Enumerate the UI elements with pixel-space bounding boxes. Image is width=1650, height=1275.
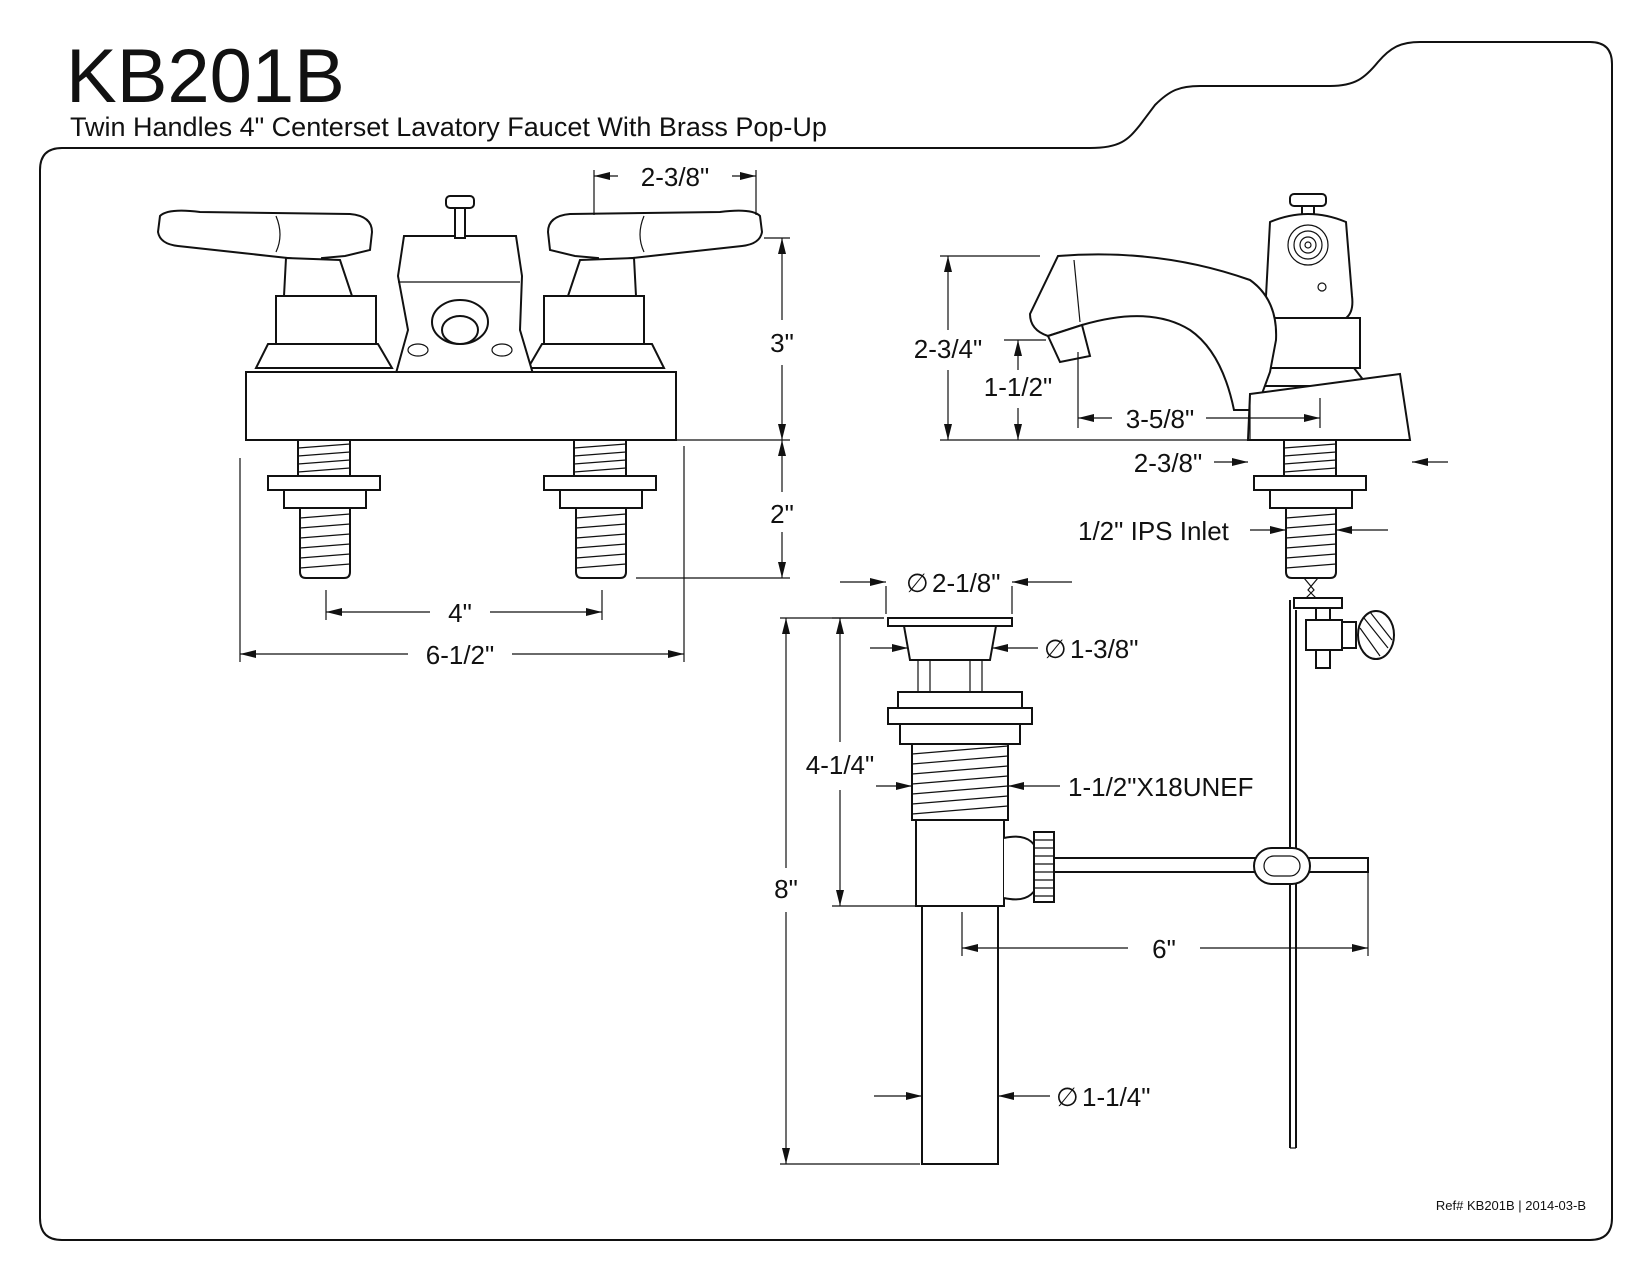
dim-drain-length: 8" bbox=[774, 874, 798, 904]
model-subtitle: Twin Handles 4" Centerset Lavatory Fauce… bbox=[70, 112, 827, 142]
side-view: 2-3/4" 1-1/2" 3-5/8" 2-3/8" 1/2" IPS Inl… bbox=[914, 193, 1448, 601]
dim-lift-rod-length: 6" bbox=[1152, 934, 1176, 964]
right-handle bbox=[526, 209, 764, 369]
dim-spout-reach: 3-5/8" bbox=[1126, 404, 1195, 434]
dim-spout-height: 2-3/4" bbox=[914, 334, 983, 364]
dim-tailpiece-symbol: ∅ bbox=[1056, 1082, 1079, 1112]
dim-stopper-symbol: ∅ bbox=[1044, 634, 1067, 664]
dim-thread: 1-1/2"X18UNEF bbox=[1068, 772, 1254, 802]
right-shank bbox=[543, 439, 657, 579]
dim-base-depth: 2-3/8" bbox=[1134, 448, 1203, 478]
sheet-border bbox=[39, 41, 1613, 1241]
dim-aerator-height: 1-1/2" bbox=[984, 372, 1053, 402]
front-view: 2-3/8" 3" 2" 4" 6-1/2" bbox=[156, 162, 794, 670]
dim-center-spread: 4" bbox=[448, 598, 472, 628]
dim-tailpiece-dia: 1-1/4" bbox=[1082, 1082, 1151, 1112]
popup-drain: ∅ 2-1/8" ∅ 1-3/8" 4-1/4" 1-1/2"X18UNEF 8… bbox=[774, 568, 1369, 1165]
left-shank bbox=[267, 439, 381, 579]
lift-rod-assembly bbox=[1289, 597, 1395, 1149]
dim-flange-dia: 2-1/8" bbox=[932, 568, 1001, 598]
model-title: KB201B bbox=[66, 34, 345, 119]
left-handle bbox=[156, 209, 394, 369]
dim-stopper-dia: 1-3/8" bbox=[1070, 634, 1139, 664]
dim-body-length: 4-1/4" bbox=[806, 750, 875, 780]
dim-flange-symbol: ∅ bbox=[906, 568, 929, 598]
reference-number: Ref# KB201B | 2014-03-B bbox=[1436, 1198, 1586, 1213]
dim-inlet: 1/2" IPS Inlet bbox=[1078, 516, 1230, 546]
dim-overall-width: 6-1/2" bbox=[426, 640, 495, 670]
dim-handle-spacing: 2-3/8" bbox=[641, 162, 710, 192]
dim-front-height: 3" bbox=[770, 328, 794, 358]
dim-shank-length: 2" bbox=[770, 499, 794, 529]
